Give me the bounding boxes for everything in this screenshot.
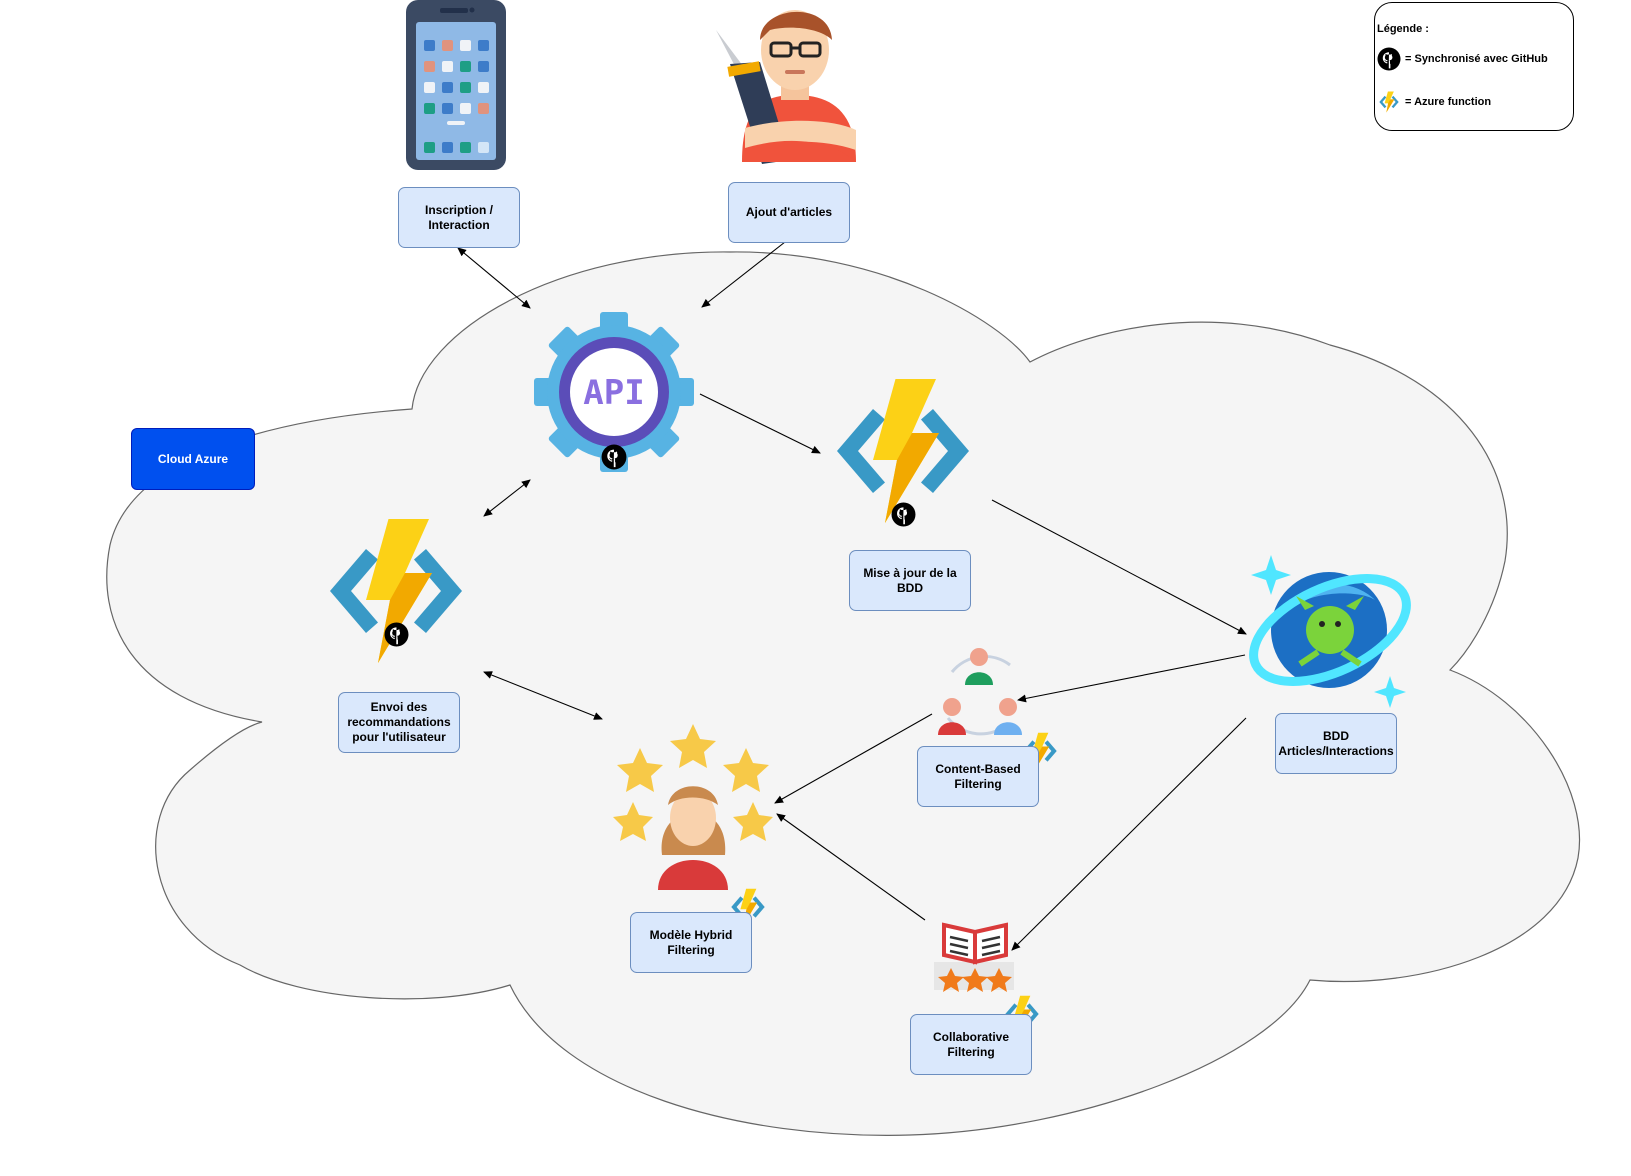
legend-azure-row: = Azure function	[1377, 91, 1491, 113]
arrow-bdd-collab	[1011, 717, 1247, 951]
api-text: API	[583, 373, 644, 413]
cosmos-db-icon	[1249, 555, 1411, 708]
node-content-based-filtering: Content-Based Filtering	[917, 746, 1039, 807]
node-bdd-articles: BDD Articles/Interactions	[1275, 713, 1397, 774]
content-based-users-icon	[938, 648, 1022, 736]
legend-title: Légende :	[1377, 23, 1429, 35]
arrow-ajout-api	[701, 241, 786, 308]
node-mise-a-jour-bdd: Mise à jour de la BDD	[849, 550, 971, 611]
node-collaborative-filtering: Collaborative Filtering	[910, 1014, 1032, 1075]
azure-cloud-shape	[106, 251, 1580, 1136]
node-ajout-articles: Ajout d'articles	[728, 182, 850, 243]
arrow-bdd-content	[1017, 654, 1246, 703]
api-gear-icon: API	[534, 312, 694, 472]
arrow-maj-bdd	[991, 499, 1247, 635]
writer-person-icon	[716, 10, 856, 164]
arrow-api-envoi	[483, 479, 531, 517]
collaborative-book-rating-icon	[934, 922, 1014, 992]
legend: Légende : = Synchronisé avec GitHub = Az…	[1374, 2, 1574, 131]
legend-github-text: = Synchronisé avec GitHub	[1405, 53, 1548, 65]
legend-azure-text: = Azure function	[1405, 96, 1492, 108]
cloud-azure-label: Cloud Azure	[131, 428, 255, 490]
arrow-inscription-api	[457, 247, 531, 309]
azure-function-icon	[1379, 91, 1399, 113]
legend-github-row: = Synchronisé avec GitHub	[1377, 47, 1548, 71]
arrow-envoi-hybrid	[483, 671, 603, 720]
node-inscription-interaction: Inscription / Interaction	[398, 187, 520, 248]
hybrid-user-stars-icon	[613, 724, 773, 890]
arrow-content-hybrid	[774, 713, 933, 804]
arrow-collab-hybrid	[776, 813, 926, 921]
node-hybrid-filtering: Modèle Hybrid Filtering	[630, 912, 752, 973]
arrow-api-maj	[699, 393, 821, 454]
node-envoi-recommandations: Envoi des recommandations pour l'utilisa…	[338, 692, 460, 753]
smartphone-icon	[406, 0, 506, 170]
github-icon	[1377, 47, 1401, 71]
